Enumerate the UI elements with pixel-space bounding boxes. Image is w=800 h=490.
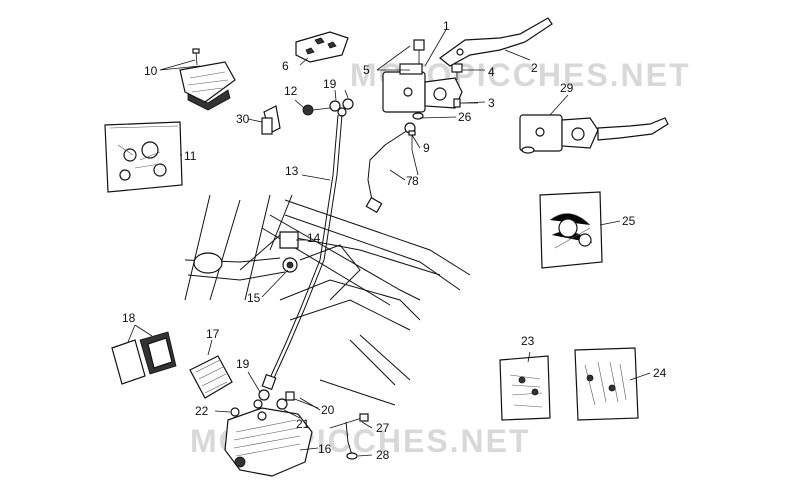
part-21-washer (276, 398, 288, 410)
callout-24: 24 (653, 366, 667, 380)
callout-11: 11 (184, 149, 197, 163)
part-7-stop-switch (365, 122, 416, 214)
callout-7: 7 (406, 174, 413, 188)
callout-17: 17 (206, 327, 220, 341)
leader-lines (127, 27, 651, 457)
callout-5: 5 (363, 63, 370, 77)
part-26-washer (412, 112, 424, 120)
callout-28: 28 (376, 448, 390, 462)
callout-numbers: 1 2 3 4 5 6 7 8 9 10 11 12 13 14 15 16 1… (122, 19, 667, 462)
callout-6: 6 (282, 59, 289, 73)
part-15-clamp (282, 257, 298, 273)
callout-29: 29 (560, 81, 574, 95)
callout-18: 18 (122, 311, 136, 325)
callout-22: 22 (195, 404, 209, 418)
part-1-master-cylinder (382, 39, 463, 113)
part-22-bleeder (230, 407, 240, 417)
part-24-kit (574, 347, 639, 421)
part-12-bolt (302, 104, 331, 116)
callout-12: 12 (284, 84, 298, 98)
part-19-banjo-bottom (253, 389, 270, 409)
part-23-kit (499, 355, 551, 421)
callout-2: 2 (531, 61, 538, 75)
callout-3: 3 (488, 96, 495, 110)
part-19-banjo-top (329, 98, 354, 117)
callout-21: 21 (296, 417, 310, 431)
callout-26: 26 (458, 110, 472, 124)
part-13-brake-hose (261, 114, 343, 391)
part-18-brake-pads (111, 331, 177, 385)
part-11-seal-kit (104, 121, 183, 193)
callout-16: 16 (318, 442, 332, 456)
callout-14: 14 (307, 231, 321, 245)
callout-23: 23 (521, 334, 535, 348)
callout-9: 9 (423, 141, 430, 155)
callout-8: 8 (412, 174, 419, 188)
callout-27: 27 (376, 421, 390, 435)
callout-25: 25 (622, 214, 636, 228)
part-17-pad-spring (189, 355, 233, 399)
part-10-reservoir-cover (179, 48, 236, 111)
callout-1: 1 (443, 19, 450, 33)
frame-tubes (184, 194, 471, 406)
part-8-screw (408, 130, 416, 150)
part-30-fitting (261, 105, 281, 135)
part-29-master-cylinder-assembly (519, 114, 669, 154)
callout-15: 15 (247, 291, 261, 305)
part-6-block (295, 31, 349, 63)
part-16-brake-caliper (224, 407, 313, 477)
callout-20: 20 (321, 403, 335, 417)
callout-19-top: 19 (323, 77, 337, 91)
part-2-lever (439, 17, 553, 67)
callout-13: 13 (285, 164, 299, 178)
callout-4: 4 (488, 65, 495, 79)
callout-30: 30 (236, 112, 250, 126)
part-25-kit (539, 191, 603, 269)
callout-19-bottom: 19 (236, 357, 250, 371)
part-14-hose-guide (279, 231, 299, 249)
part-28-clip (345, 421, 358, 460)
callout-10: 10 (144, 64, 158, 78)
